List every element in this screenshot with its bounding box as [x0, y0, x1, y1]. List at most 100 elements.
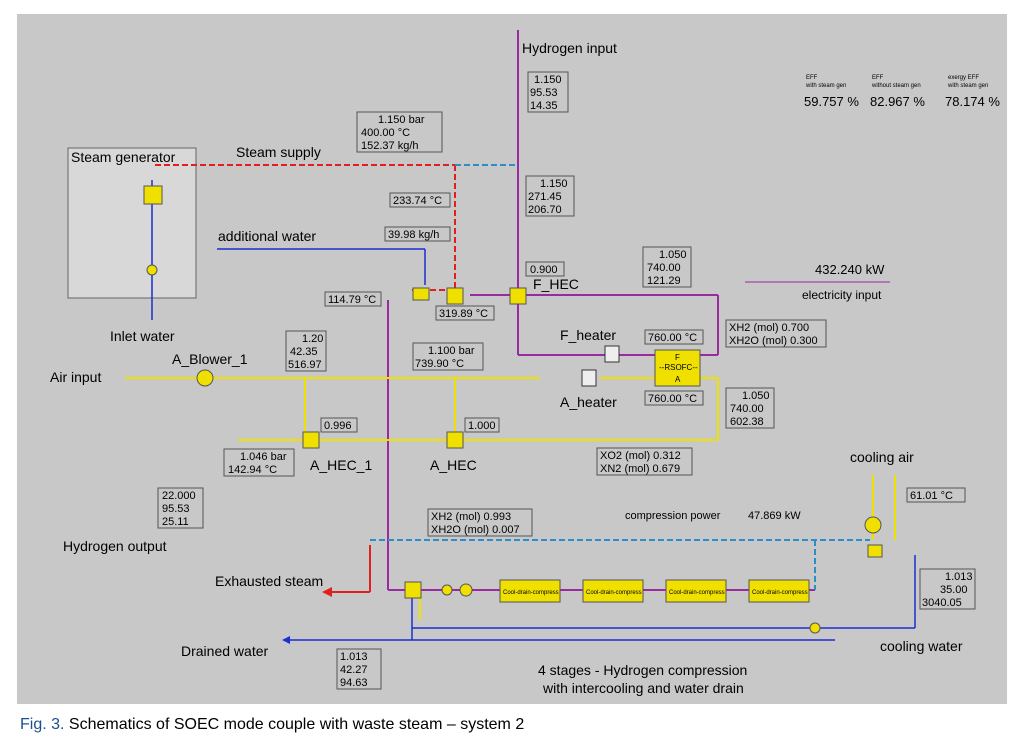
h2-mid-flow: 206.70	[528, 204, 562, 216]
h2-output-pressure: 22.000	[162, 490, 196, 502]
f-hec-label: F_HEC	[533, 276, 579, 292]
compressor-stage-1-label: Cool-drain-compress	[503, 590, 559, 596]
air-out-pressure: 1.050	[742, 390, 770, 402]
flow-39-box: 39.98 kg/h	[384, 226, 451, 242]
a-heater-temp: 760.00 °C	[648, 393, 697, 405]
air-line	[125, 377, 896, 620]
h2-output-temp: 95.53	[162, 503, 190, 515]
cooling-air-hx[interactable]	[867, 544, 883, 558]
air-out-flow: 602.38	[730, 416, 764, 428]
exhaust-air-box: 1.046 bar 142.94 °C	[223, 448, 295, 477]
compression-power-label: compression power	[625, 510, 721, 522]
water-hec-exchanger[interactable]	[446, 287, 464, 305]
h2-mid-pressure: 1.150	[540, 178, 568, 190]
rsofc-in-flow: 121.29	[647, 275, 681, 287]
figure-caption-text: Schematics of SOEC mode couple with wast…	[64, 716, 525, 733]
blower-temp: 42.35	[290, 346, 318, 358]
compressor-stage-2[interactable]	[582, 579, 644, 603]
steam-supply-label: Steam supply	[236, 144, 321, 160]
temp-233: 233.74 °C	[393, 195, 442, 207]
air-xo2: XO2 (mol) 0.312	[600, 450, 681, 462]
f-heater-temp: 760.00 °C	[648, 332, 697, 344]
cooling-air-temp: 61.01 °C	[910, 490, 953, 502]
a-hec-1-eff-box: 0.996	[320, 417, 358, 433]
steam-supply-temp: 400.00 °C	[361, 127, 410, 139]
temp-319-box: 319.89 °C	[435, 305, 495, 321]
eff-steam-value: 59.757 %	[804, 94, 859, 109]
exergy-label2: with steam gen	[947, 83, 988, 89]
h2-output-box: 22.000 95.53 25.11	[157, 487, 204, 529]
h2-output-flow: 25.11	[162, 516, 189, 528]
rsofc-in-pressure: 1.050	[659, 249, 687, 261]
steam-supply-pressure: 1.150 bar	[378, 114, 425, 126]
a-heater-icon[interactable]	[581, 369, 597, 387]
cooling-water-box: 1.013 35.00 3040.05	[919, 568, 976, 610]
hydrogen-input-label: Hydrogen input	[522, 40, 617, 56]
eff-nosteam-label1: EFF	[872, 75, 884, 81]
exergy-value: 78.174 %	[945, 94, 1000, 109]
inlet-water-label: Inlet water	[110, 328, 175, 344]
cooling-water-pump-icon[interactable]	[809, 622, 821, 634]
a-hec-1-eff: 0.996	[324, 420, 352, 432]
electricity-input-label: electricity input	[802, 288, 882, 302]
cooling-water-pressure: 1.013	[945, 571, 973, 583]
compressor-stages: Cool-drain-compress Cool-drain-compress …	[499, 579, 810, 603]
figure-caption: Fig. 3. Schematics of SOEC mode couple w…	[20, 716, 524, 734]
f-heater-icon[interactable]	[604, 345, 620, 363]
a-hec-eff-box: 1.000	[464, 417, 500, 433]
inlet-pump-icon[interactable]	[146, 264, 158, 276]
product-xh2o: XH2O (mol) 0.007	[431, 524, 520, 536]
hydrogen-input-pressure: 1.150	[534, 74, 562, 86]
a-hec-exchanger[interactable]	[446, 431, 464, 449]
air-hot-pressure: 1.100 bar	[428, 345, 475, 357]
drained-water-pressure: 1.013	[340, 651, 368, 663]
additional-water-label: additional water	[218, 228, 316, 244]
exhausted-steam-label: Exhausted steam	[215, 573, 323, 589]
a-hec-1-exchanger[interactable]	[302, 431, 320, 449]
f-hec-eff-box: 0.900	[525, 261, 565, 277]
eff-steam-label2: with steam gen	[805, 83, 846, 89]
f-hec-exchanger[interactable]	[509, 287, 527, 305]
h2-cooler-icon[interactable]	[404, 581, 422, 599]
eff-nosteam-label2: without steam gen	[871, 83, 921, 89]
h2-pump-icon[interactable]	[441, 584, 453, 596]
air-blower-icon[interactable]	[196, 369, 214, 387]
h2-product-composition-box: XH2 (mol) 0.993 XH2O (mol) 0.007	[427, 508, 533, 537]
compressor-stage-4[interactable]	[748, 579, 810, 603]
air-composition-box: XO2 (mol) 0.312 XN2 (mol) 0.679	[596, 447, 693, 476]
mixer-icon[interactable]	[412, 287, 430, 301]
temp-114-box: 114.79 °C	[324, 291, 382, 307]
blower-pressure: 1.20	[302, 333, 323, 345]
exergy-label1: exergy EFF	[948, 75, 979, 81]
water-line	[151, 180, 916, 641]
drained-water-box: 1.013 42.27 94.63	[336, 648, 382, 690]
rsofc-stack[interactable]	[654, 349, 701, 387]
rsofc-label: --RSOFC--	[659, 363, 698, 372]
cooling-air-label: cooling air	[850, 449, 914, 465]
compressor-stage-3[interactable]	[665, 579, 727, 603]
cooling-water-flow: 3040.05	[922, 597, 962, 609]
eff-nosteam-value: 82.967 %	[870, 94, 925, 109]
air-xn2: XN2 (mol) 0.679	[600, 463, 680, 475]
a-heater-label: A_heater	[560, 394, 617, 410]
figure-number: Fig. 3.	[20, 716, 65, 733]
eff-steam-label1: EFF	[806, 75, 818, 81]
fuel-composition-box: XH2 (mol) 0.700 XH2O (mol) 0.300	[725, 319, 827, 348]
compressor-stage-2-label: Cool-drain-compress	[586, 590, 642, 596]
blower-flow: 516.97	[288, 359, 322, 371]
steam-generator-block[interactable]	[67, 147, 197, 299]
a-hec-label: A_HEC	[430, 457, 477, 473]
a-hec-eff: 1.000	[468, 420, 496, 432]
temp-114: 114.79 °C	[328, 294, 376, 306]
compressor-stage-1[interactable]	[499, 579, 561, 603]
exhaust-air-pressure: 1.046 bar	[240, 451, 287, 463]
hydrogen-compression-note-1: 4 stages - Hydrogen compression	[538, 662, 747, 678]
steam-generator-hx[interactable]	[143, 185, 163, 205]
h2-blower-icon[interactable]	[459, 583, 473, 597]
cooling-fan-icon[interactable]	[864, 516, 882, 534]
cooling-water-label: cooling water	[880, 638, 963, 654]
rsofc-fuel-label: F	[675, 353, 680, 362]
air-out-temp: 740.00	[730, 403, 764, 415]
rsofc-in-temp: 740.00	[647, 262, 681, 274]
